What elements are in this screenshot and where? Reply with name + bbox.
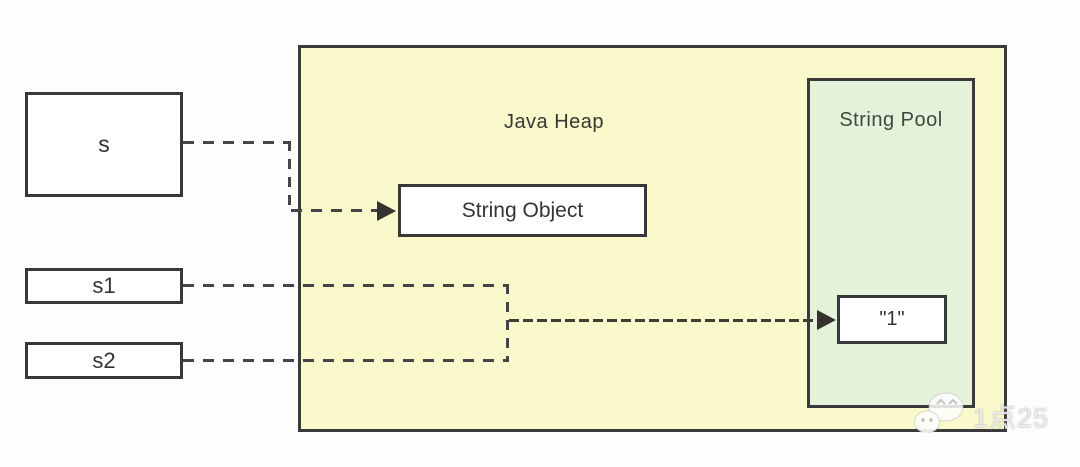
- ref-label-s: s: [98, 131, 110, 157]
- ref-label-s2: s2: [92, 347, 116, 373]
- java-heap-title: Java Heap: [503, 111, 605, 133]
- watermark: 1点25: [912, 392, 1049, 438]
- ref-label-s1: s1: [92, 273, 116, 298]
- string-object-node: String Object: [398, 184, 647, 237]
- edge-s-horizontal-segment: [183, 141, 291, 144]
- ref-box-s2: s2: [25, 342, 183, 379]
- edge-s-arrow-segment: [291, 209, 377, 212]
- arrowhead-to-pool-value-icon: [817, 310, 836, 330]
- ref-box-s: s: [25, 92, 183, 197]
- edge-merged-arrow-segment: [509, 319, 817, 322]
- ref-box-s1: s1: [25, 268, 183, 304]
- pool-value-node: "1": [837, 295, 947, 344]
- string-pool-title: String Pool: [839, 109, 943, 131]
- edge-s2-horizontal-segment: [183, 359, 509, 362]
- string-pool-region: String Pool: [807, 78, 975, 408]
- edge-s-vertical-segment: [288, 141, 291, 211]
- edge-s1-horizontal-segment: [183, 284, 509, 287]
- watermark-text: 1点25: [973, 402, 1050, 433]
- edge-junction-vertical-segment: [506, 284, 509, 362]
- pool-value-label: "1": [879, 308, 905, 330]
- wechat-icon: [914, 392, 964, 438]
- arrowhead-to-string-object-icon: [377, 201, 396, 221]
- string-object-label: String Object: [461, 198, 584, 222]
